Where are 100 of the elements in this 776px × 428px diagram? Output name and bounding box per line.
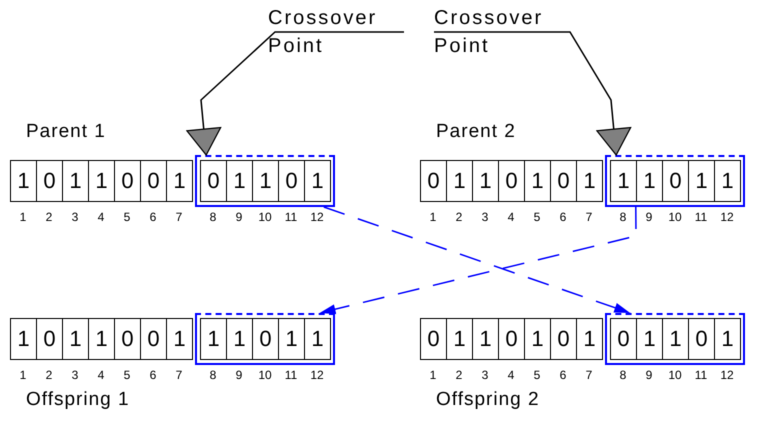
gene-index: 9: [234, 368, 244, 382]
gene-index: 4: [96, 210, 106, 224]
gene-cell: 1: [10, 160, 37, 202]
gene-cell: 0: [662, 160, 689, 202]
gene-cell: 0: [278, 160, 305, 202]
gene-cell: 1: [166, 318, 193, 360]
gene-cell: 1: [636, 318, 663, 360]
gene-index: 9: [644, 368, 654, 382]
crossover-point-label: Crossover Point: [268, 4, 404, 60]
gene-cell: 1: [304, 318, 331, 360]
gene-index: 1: [428, 368, 438, 382]
gene-cell: 1: [88, 318, 115, 360]
gene-index: 1: [18, 210, 28, 224]
gene-cell: 1: [200, 318, 227, 360]
gene-cell: 1: [446, 160, 473, 202]
gene-index: 5: [122, 368, 132, 382]
gene-index: 4: [506, 368, 516, 382]
gene-cell: 0: [688, 318, 715, 360]
gene-cell: 0: [550, 318, 577, 360]
gene-cell: 0: [550, 160, 577, 202]
crossover-segment: [605, 313, 745, 365]
gene-cell: 1: [226, 318, 253, 360]
gene-cell: 0: [252, 318, 279, 360]
gene-cell: 1: [576, 160, 603, 202]
gene-index: 11: [284, 210, 298, 224]
gene-index: 7: [174, 210, 184, 224]
gene-index: 1: [18, 368, 28, 382]
crossover-segment: [195, 313, 335, 365]
gene-index: 6: [558, 210, 568, 224]
gene-cell: 1: [472, 318, 499, 360]
gene-index: 3: [480, 368, 490, 382]
leader-arrow: [186, 31, 404, 156]
leader-arrow: [434, 31, 632, 156]
gene-index: 6: [558, 368, 568, 382]
crossover-point-label: Crossover Point: [434, 4, 570, 60]
gene-cell: 0: [114, 160, 141, 202]
gene-cell: 1: [252, 160, 279, 202]
gene-index: 3: [70, 210, 80, 224]
crossover-segment: [195, 155, 335, 207]
gene-index: 4: [506, 210, 516, 224]
gene-index: 12: [719, 210, 735, 224]
gene-index: 2: [454, 210, 464, 224]
gene-cell: 1: [166, 160, 193, 202]
gene-index: 5: [532, 210, 542, 224]
gene-index: 7: [174, 368, 184, 382]
gene-cell: 1: [662, 318, 689, 360]
gene-cell: 1: [714, 318, 741, 360]
chromosome-label: Parent 2: [436, 120, 516, 144]
gene-index: 8: [208, 210, 218, 224]
gene-cell: 0: [36, 160, 63, 202]
gene-index: 8: [618, 368, 628, 382]
gene-cell: 1: [524, 160, 551, 202]
gene-index: 2: [44, 210, 54, 224]
gene-cell: 0: [498, 318, 525, 360]
gene-cell: 1: [714, 160, 741, 202]
gene-index: 2: [454, 368, 464, 382]
gene-index: 5: [532, 368, 542, 382]
gene-index: 1: [428, 210, 438, 224]
gene-cell: 1: [10, 318, 37, 360]
gene-cell: 0: [420, 160, 447, 202]
gene-index: 7: [584, 368, 594, 382]
gene-cell: 0: [420, 318, 447, 360]
gene-index: 9: [644, 210, 654, 224]
gene-index: 12: [309, 210, 325, 224]
gene-cell: 1: [88, 160, 115, 202]
gene-cell: 0: [140, 160, 167, 202]
gene-index: 12: [309, 368, 325, 382]
gene-cell: 0: [36, 318, 63, 360]
gene-cell: 1: [688, 160, 715, 202]
gene-cell: 1: [304, 160, 331, 202]
gene-cell: 1: [576, 318, 603, 360]
gene-cell: 1: [524, 318, 551, 360]
gene-index: 5: [122, 210, 132, 224]
gene-index: 9: [234, 210, 244, 224]
gene-index: 3: [480, 210, 490, 224]
gene-cell: 0: [114, 318, 141, 360]
gene-index: 6: [148, 210, 158, 224]
gene-index: 10: [667, 368, 683, 382]
gene-cell: 1: [446, 318, 473, 360]
gene-index: 10: [257, 368, 273, 382]
gene-index: 2: [44, 368, 54, 382]
gene-cell: 1: [62, 318, 89, 360]
gene-cell: 0: [140, 318, 167, 360]
gene-index: 11: [694, 368, 708, 382]
gene-index: 4: [96, 368, 106, 382]
gene-cell: 1: [472, 160, 499, 202]
chromosome-label: Parent 1: [26, 120, 106, 144]
gene-index: 10: [257, 210, 273, 224]
gene-index: 7: [584, 210, 594, 224]
gene-cell: 1: [62, 160, 89, 202]
gene-index: 12: [719, 368, 735, 382]
gene-cell: 0: [498, 160, 525, 202]
gene-index: 3: [70, 368, 80, 382]
gene-cell: 1: [610, 160, 637, 202]
gene-cell: 1: [278, 318, 305, 360]
gene-cell: 0: [200, 160, 227, 202]
chromosome-label: Offspring 1: [26, 388, 130, 412]
crossover-segment: [605, 155, 745, 207]
gene-cell: 1: [636, 160, 663, 202]
gene-index: 6: [148, 368, 158, 382]
